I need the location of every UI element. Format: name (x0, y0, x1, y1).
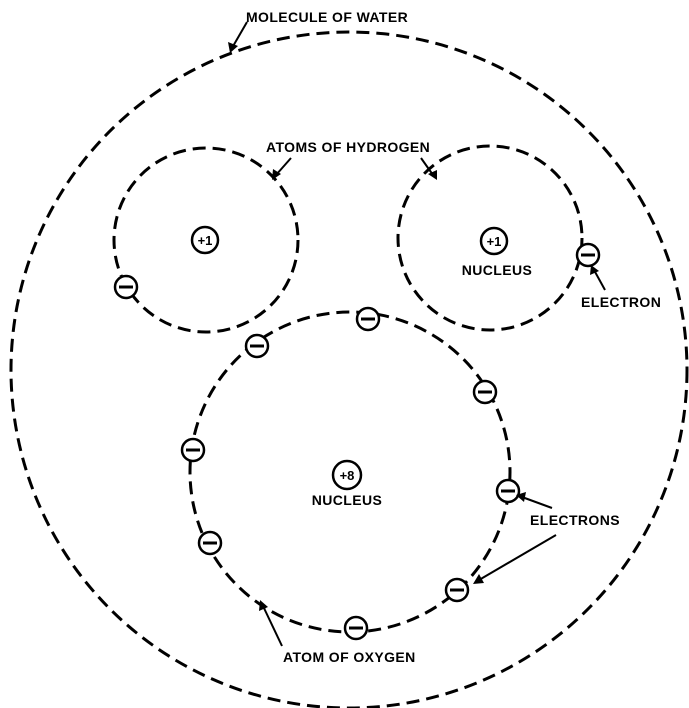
electron (474, 381, 496, 403)
oxygen-nucleus: +8 (333, 461, 361, 489)
electrons-label: ELECTRONS (530, 512, 620, 528)
oxygen-atom-pointer-arrow (259, 600, 282, 646)
hydrogen-right-pointer-arrow (421, 158, 437, 180)
electron (246, 335, 268, 357)
hydrogen-right-nucleus-label: NUCLEUS (462, 262, 532, 278)
hydrogen-left-nucleus: +1 (192, 227, 218, 253)
molecule-boundary (11, 32, 687, 708)
molecule-label: MOLECULE OF WATER (246, 9, 408, 25)
electron (357, 308, 379, 330)
hydrogen-left-charge: +1 (198, 233, 213, 248)
hydrogen-right-charge: +1 (487, 234, 502, 249)
electron-label: ELECTRON (581, 294, 661, 310)
electron (115, 276, 137, 298)
electron (182, 439, 204, 461)
electron (577, 244, 599, 266)
oxygen-nucleus-label: NUCLEUS (312, 492, 382, 508)
hydrogen-atoms-label: ATOMS OF HYDROGEN (266, 139, 430, 155)
electron (446, 579, 468, 601)
electron (497, 480, 519, 502)
electron-pointer-arrow (590, 265, 605, 290)
electrons-pointer-arrow (516, 492, 552, 508)
hydrogen-right-nucleus: +1 (481, 228, 507, 254)
hydrogen-left-pointer-arrow (272, 158, 291, 180)
electron (345, 617, 367, 639)
oxygen-charge: +8 (340, 468, 355, 483)
electron (199, 532, 221, 554)
oxygen-atom-label: ATOM OF OXYGEN (283, 649, 416, 665)
